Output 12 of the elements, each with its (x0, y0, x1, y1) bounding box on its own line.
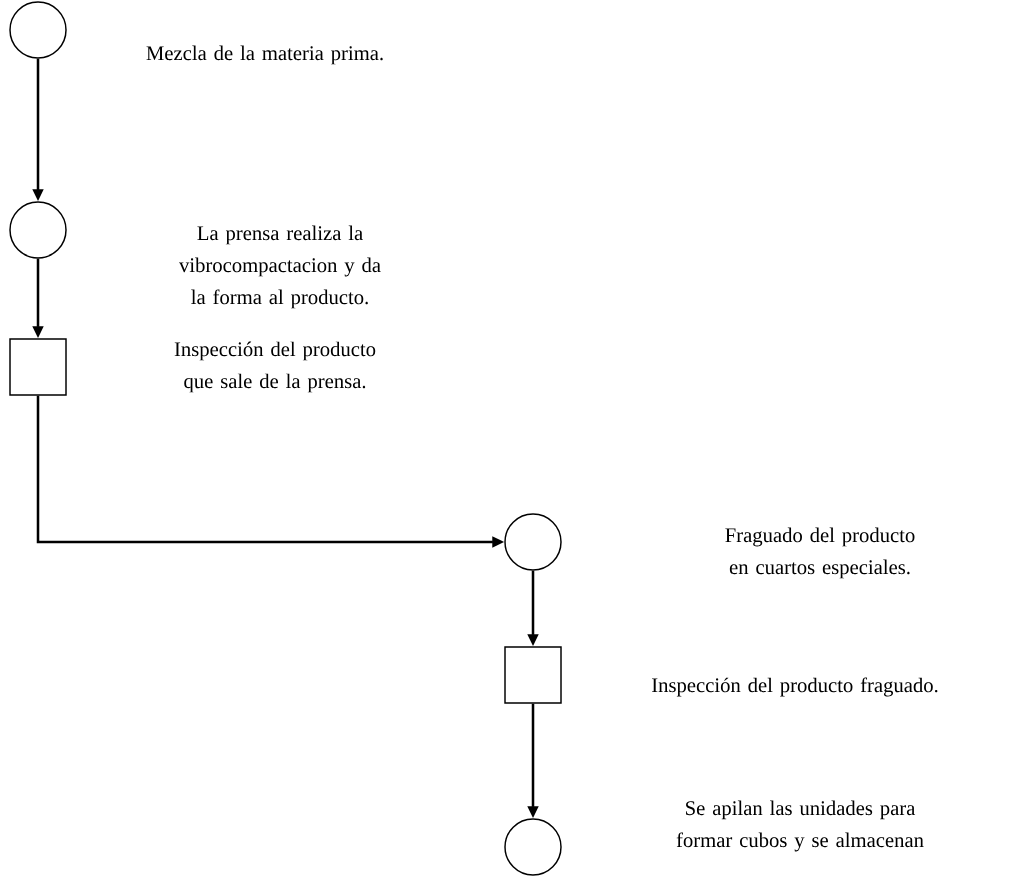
step-description: Fraguado del producto en cuartos especiales. (725, 527, 915, 579)
operation-circle (9, 1, 67, 59)
step-description: La prensa realiza la vibrocompactacion y da la forma al producto. (179, 225, 381, 309)
step-description: Inspección del producto fraguado. (652, 677, 938, 697)
step-description: Mezcla de la materia prima. (146, 45, 383, 65)
operation-circle (9, 201, 67, 259)
step-description: Se apilan las unidades para formar cubos y se almacenan (676, 800, 924, 852)
inspection-square (504, 646, 562, 704)
inspection-square (9, 338, 67, 396)
step-description: Inspección del producto que sale de la prensa. (174, 341, 376, 393)
operation-circle (504, 513, 562, 571)
operation-circle (504, 818, 562, 876)
